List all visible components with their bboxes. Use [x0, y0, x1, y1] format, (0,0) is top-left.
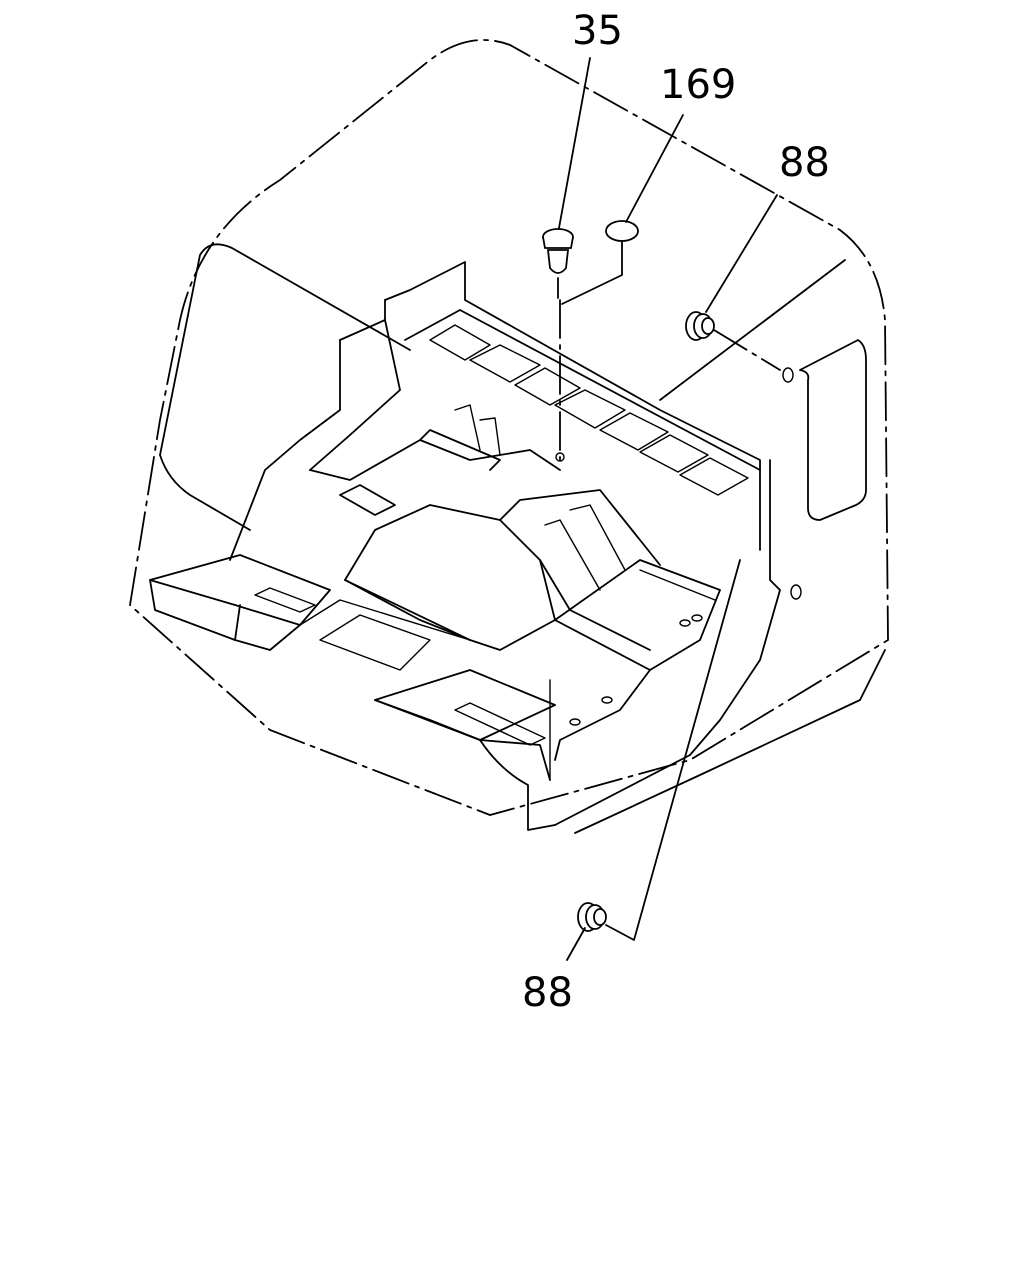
- back-wall-ribs: [429, 324, 749, 496]
- cab-outline-phantom: [129, 39, 889, 816]
- part-88-grommet-right: [685, 311, 781, 371]
- part-88-grommet-bottom: [577, 559, 741, 941]
- callout-labels: 35 169 88 88: [522, 8, 830, 1016]
- leader-35: [558, 57, 591, 229]
- callout-88-right: 88: [779, 140, 830, 186]
- part-169-pad: [561, 220, 639, 305]
- part-35-clip: [542, 228, 574, 462]
- callout-88-bottom: 88: [522, 970, 573, 1016]
- callout-169: 169: [660, 62, 736, 108]
- floor-panel: [149, 261, 886, 834]
- leader-88-bottom: [566, 927, 586, 961]
- callout-35: 35: [572, 8, 623, 54]
- leader-169: [625, 114, 684, 223]
- leader-lines: [558, 57, 778, 961]
- center-tunnel: [299, 489, 661, 671]
- leader-88-right: [705, 194, 778, 313]
